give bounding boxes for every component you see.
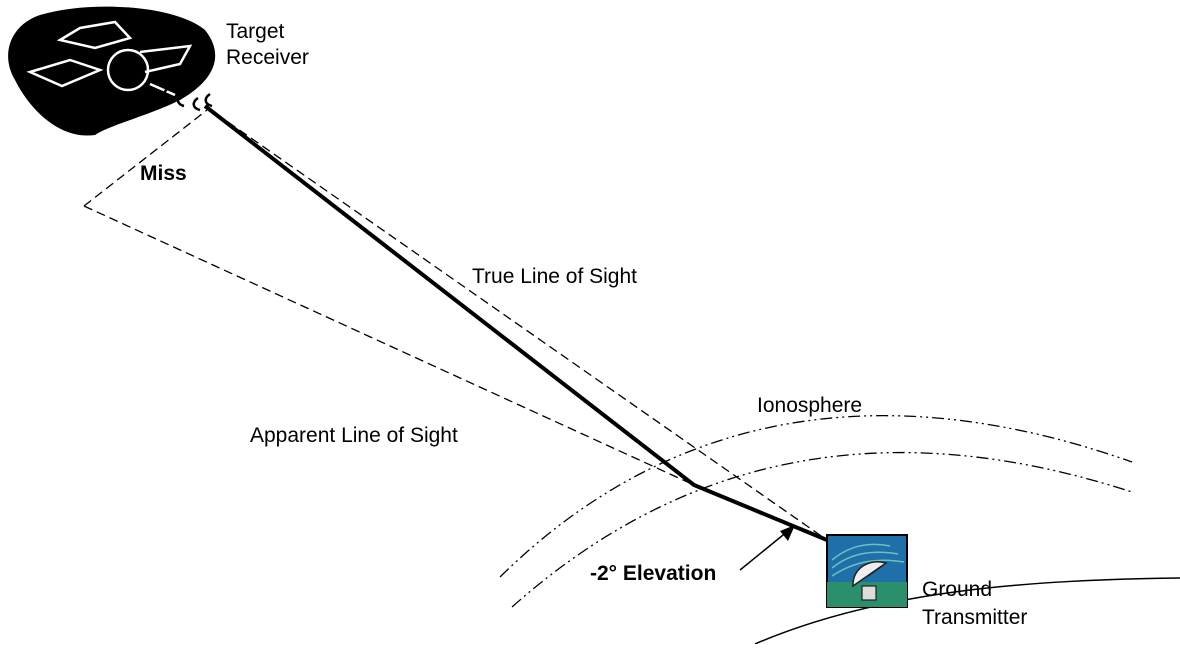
ground-label-line1: Ground	[922, 578, 992, 601]
satellite-icon	[8, 6, 216, 136]
miss-upper-line	[83, 109, 208, 207]
transmitter-label-line2: Transmitter	[922, 606, 1027, 629]
true-line-of-sight-label: True Line of Sight	[472, 265, 637, 288]
line-of-sight-dashed	[83, 105, 828, 541]
true-line-of-sight-line	[204, 105, 828, 541]
target-label-line1: Target	[226, 20, 285, 43]
ionosphere-label: Ionosphere	[757, 394, 862, 417]
ground-station-icon	[826, 534, 908, 608]
actual-signal-path	[203, 104, 828, 542]
miss-label: Miss	[140, 162, 187, 185]
elevation-label: -2° Elevation	[590, 562, 716, 585]
receiver-label-line2: Receiver	[226, 46, 309, 69]
signal-waves-icon	[162, 85, 213, 112]
elevation-arrow	[739, 525, 795, 571]
apparent-line-of-sight-label: Apparent Line of Sight	[250, 424, 458, 447]
ionosphere-layers	[499, 415, 1133, 608]
earth-surface-arc	[754, 577, 1180, 645]
